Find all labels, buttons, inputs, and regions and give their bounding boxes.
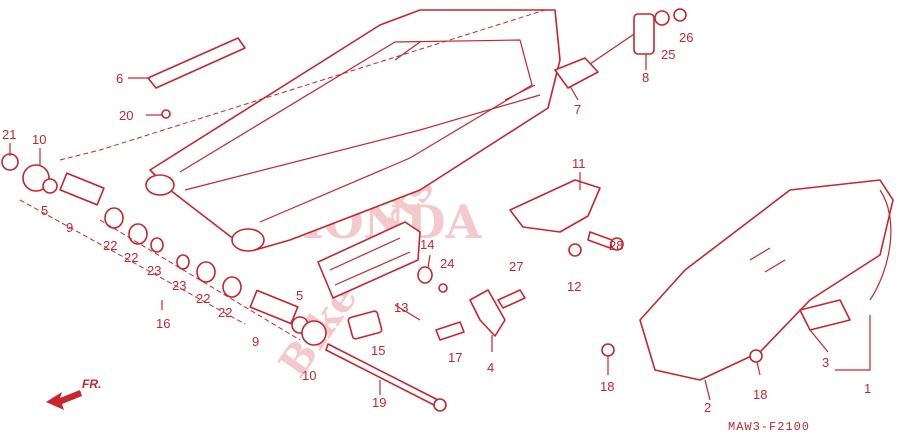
callout-24: 24 <box>440 256 454 271</box>
callout-8: 8 <box>642 70 649 85</box>
screw-24 <box>438 283 448 293</box>
nut-26 <box>673 8 687 22</box>
bolt-17 <box>435 321 465 341</box>
diagram-code: MAW3-F2100 <box>728 420 810 434</box>
callout-21: 21 <box>2 127 16 142</box>
plate-8 <box>633 13 655 55</box>
callout-3: 3 <box>822 355 829 370</box>
callout-18-left: 18 <box>600 379 614 394</box>
bolt-28 <box>587 231 613 249</box>
callout-5-left: 5 <box>41 203 48 218</box>
callout-1: 1 <box>864 381 871 396</box>
callout-12: 12 <box>567 279 581 294</box>
bolt-27 <box>497 289 526 309</box>
leader-lines <box>9 54 871 401</box>
callout-5-right: 5 <box>296 288 303 303</box>
bolt-20 <box>161 109 171 119</box>
callout-22-a: 22 <box>103 238 117 253</box>
front-label: FR. <box>82 377 101 391</box>
chain-slider-plate <box>147 37 246 89</box>
callout-10-top: 10 <box>32 132 46 147</box>
callout-20: 20 <box>119 108 133 123</box>
callout-2: 2 <box>704 400 711 415</box>
chain-guide-11 <box>509 179 601 233</box>
callout-17: 17 <box>448 350 462 365</box>
washer-25 <box>654 10 670 26</box>
pivot-parts-left <box>1 9 546 346</box>
callout-13: 13 <box>394 300 408 315</box>
collar-14 <box>417 266 433 284</box>
swingarm <box>145 9 561 252</box>
drive-chain <box>869 189 892 301</box>
callout-23-a: 23 <box>147 263 161 278</box>
callout-10-bottom: 10 <box>302 368 316 383</box>
callout-4: 4 <box>487 360 494 375</box>
callout-7: 7 <box>574 102 581 117</box>
callout-16: 16 <box>156 316 170 331</box>
callout-25: 25 <box>661 47 675 62</box>
front-arrow-icon <box>46 390 82 410</box>
front-direction-indicator: FR. <box>46 377 101 410</box>
callout-9-left: 9 <box>66 220 73 235</box>
callout-19: 19 <box>372 395 386 410</box>
guide-slider-15 <box>347 310 383 340</box>
bracket-4 <box>469 289 506 337</box>
callout-28: 28 <box>609 238 623 253</box>
washer-12 <box>568 243 582 257</box>
callout-6: 6 <box>116 71 123 86</box>
callout-22-c: 22 <box>196 291 210 306</box>
callout-27: 27 <box>509 259 523 274</box>
callout-9-right: 9 <box>252 334 259 349</box>
chain-case <box>639 179 894 381</box>
callout-22-d: 22 <box>218 305 232 320</box>
callout-22-b: 22 <box>124 250 138 265</box>
callout-26: 26 <box>679 30 693 45</box>
callout-14: 14 <box>420 237 434 252</box>
pivot-bolt-head <box>433 398 447 412</box>
bolt-18-left <box>601 343 615 357</box>
chain-joint <box>799 299 851 331</box>
callout-18-right: 18 <box>753 387 767 402</box>
bolt-18-right <box>749 349 763 363</box>
callout-15: 15 <box>371 343 385 358</box>
callout-23-b: 23 <box>172 278 186 293</box>
callout-labels: 1 2 3 4 5 5 6 7 8 9 9 10 10 11 12 13 14 … <box>2 30 871 415</box>
callout-11: 11 <box>572 156 586 171</box>
chain-adjuster-7 <box>554 57 599 89</box>
